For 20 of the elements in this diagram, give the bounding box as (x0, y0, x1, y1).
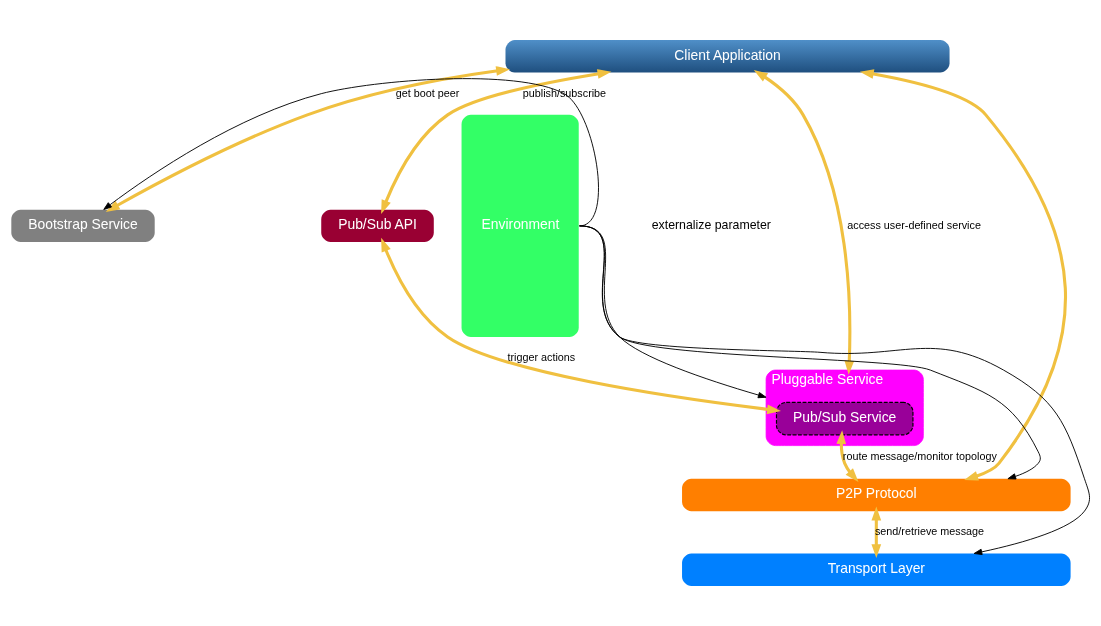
edge-label: access user-defined service (847, 218, 981, 231)
arrow (859, 69, 1067, 481)
arrow (381, 69, 612, 214)
node-box: Environment (461, 114, 579, 337)
edge-label: trigger actions (507, 350, 576, 363)
label: externalize parameter (651, 217, 771, 232)
arrow (579, 225, 1090, 555)
node-box: Pub/Sub API (321, 209, 434, 243)
node-box: P2P Protocol (682, 478, 1071, 512)
node-box: Bootstrap Service (11, 209, 155, 243)
arrow (105, 66, 511, 212)
edge-label: get boot peer (395, 86, 460, 99)
arrow (381, 237, 781, 415)
node-box: Client Application (505, 40, 950, 73)
edge-label: publish/subscribe (522, 86, 607, 99)
arrow (871, 506, 882, 559)
node-box: Pub/Sub Service (775, 401, 914, 436)
arrow (753, 70, 855, 375)
arrow (103, 78, 599, 227)
node-box: Transport Layer (682, 553, 1071, 586)
